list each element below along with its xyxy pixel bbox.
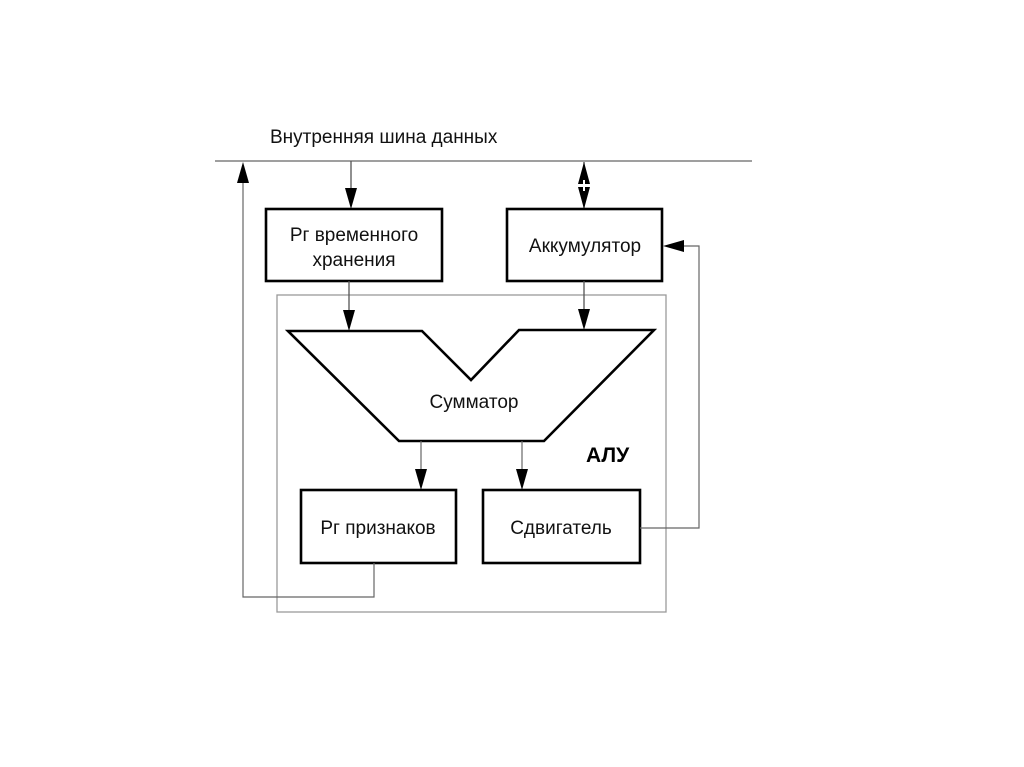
arrowhead-down-icon bbox=[516, 469, 528, 490]
flags-register-label: Рг признаков bbox=[320, 518, 435, 539]
adder-to-flags-register-arrow bbox=[415, 441, 427, 490]
alu-label: АЛУ bbox=[586, 444, 630, 467]
temp-register-label-line2: хранения bbox=[312, 250, 395, 271]
shifter-to-accumulator-feedback-arrow bbox=[640, 240, 700, 529]
temp-register-block: Рг временного хранения bbox=[264, 207, 444, 283]
arrowhead-down-icon bbox=[578, 309, 590, 330]
arrowhead-left-icon bbox=[663, 240, 684, 252]
bus-to-temp-register-arrow bbox=[345, 161, 357, 209]
adder-block: Сумматор bbox=[284, 328, 658, 443]
arrowhead-down-icon bbox=[415, 469, 427, 490]
flags-register-block: Рг признаков bbox=[299, 488, 458, 565]
temp-register-label-line1: Рг временного bbox=[290, 225, 418, 246]
temp-register-to-adder-arrow bbox=[343, 281, 355, 331]
arrowhead-up-icon bbox=[237, 162, 249, 183]
flags-register-to-bus-feedback-arrow bbox=[237, 162, 375, 598]
shifter-block: Сдвигатель bbox=[481, 488, 642, 565]
arrowhead-down-icon bbox=[578, 187, 590, 209]
arrowhead-up-icon bbox=[578, 162, 590, 184]
arrowhead-down-icon bbox=[343, 310, 355, 331]
accumulator-label: Аккумулятор bbox=[529, 236, 641, 257]
arrowhead-down-icon bbox=[345, 188, 357, 209]
alu-frame bbox=[276, 294, 667, 613]
bus-title: Внутренняя шина данных bbox=[270, 127, 498, 148]
shifter-label: Сдвигатель bbox=[510, 518, 612, 539]
adder-to-shifter-arrow bbox=[516, 441, 528, 490]
accumulator-block: Аккумулятор bbox=[505, 207, 664, 283]
accumulator-to-adder-arrow bbox=[578, 281, 590, 330]
adder-label: Сумматор bbox=[430, 392, 519, 413]
bus-accumulator-bidirectional-arrow bbox=[578, 162, 590, 209]
